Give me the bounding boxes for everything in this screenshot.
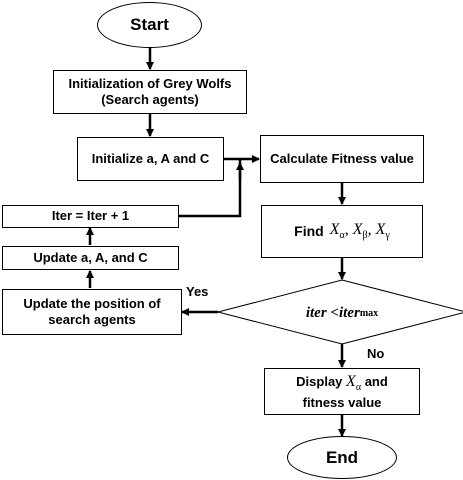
init-params-node: Initialize a, A and C	[77, 137, 224, 181]
display-line1: Display Xα and	[296, 373, 388, 394]
init-wolves-label: Initialization of Grey Wolfs (Search age…	[68, 75, 232, 107]
end-label: End	[325, 447, 359, 467]
no-label: No	[367, 346, 385, 361]
update-position-node: Update the position of search agents	[2, 289, 182, 335]
update-params-node: Update a, A, and C	[2, 246, 179, 270]
iter-increment-node: Iter = Iter + 1	[2, 205, 179, 228]
calc-fitness-label: Calculate Fitness value	[270, 150, 414, 166]
start-label: Start	[130, 15, 169, 35]
update-position-label: Update the position of search agents	[23, 295, 161, 327]
init-params-label: Initialize a, A and C	[91, 150, 210, 166]
display-node: Display Xα and fitness value	[264, 368, 420, 415]
end-node: End	[287, 436, 397, 479]
find-node: Find Xα, Xβ, Xγ	[261, 205, 423, 258]
update-params-label: Update a, A, and C	[33, 249, 148, 265]
find-label: Find	[294, 222, 324, 239]
init-wolves-node: Initialization of Grey Wolfs (Search age…	[53, 70, 247, 114]
find-expression: Xα, Xβ, Xγ	[329, 221, 390, 242]
decision-diamond	[217, 279, 463, 345]
iter-increment-label: Iter = Iter + 1	[51, 208, 130, 224]
display-line2: fitness value	[302, 394, 382, 410]
start-node: Start	[97, 2, 202, 48]
calc-fitness-node: Calculate Fitness value	[260, 135, 424, 183]
yes-label: Yes	[186, 284, 209, 299]
